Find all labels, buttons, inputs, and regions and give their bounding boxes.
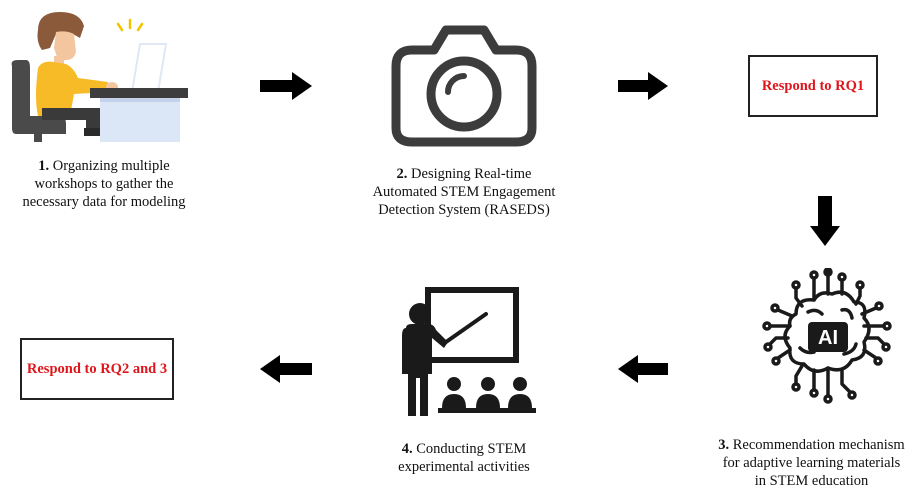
step-3-line-2: for adaptive learning materials <box>722 455 901 471</box>
person-at-laptop-icon <box>8 8 188 143</box>
step-2-line-1: Designing Real-time <box>411 166 532 182</box>
step-1-caption: 1. Organizing multiple workshops to gath… <box>4 157 204 211</box>
step-4-line-1: Conducting STEM <box>416 441 527 457</box>
respond-rq2-rq3-box: Respond to RQ2 and 3 <box>20 338 174 400</box>
arrow-right-icon <box>260 72 312 100</box>
step-3-caption: 3. Recommendation mechanism for adaptive… <box>704 436 919 490</box>
step-2-line-2: Automated STEM Engagement <box>372 184 556 200</box>
step-2-number: 2. <box>396 166 408 182</box>
step-4-line-2: experimental activities <box>398 459 530 475</box>
teacher-presentation-icon <box>392 284 540 420</box>
step-2-caption: 2. Designing Real-time Automated STEM En… <box>354 165 574 219</box>
camera-icon <box>390 24 538 148</box>
arrow-left-icon <box>260 355 312 383</box>
step-1-line-2: workshops to gather the <box>34 176 174 192</box>
step-4-number: 4. <box>401 441 413 457</box>
svg-text:AI: AI <box>818 327 838 349</box>
step-2-line-3: Detection System (RASEDS) <box>378 202 550 218</box>
ai-chip-icon: AI <box>756 268 898 412</box>
step-3-line-3: in STEM education <box>754 473 869 489</box>
arrow-right-icon <box>618 72 668 100</box>
step-1-number: 1. <box>38 158 50 174</box>
step-1-line-1: Organizing multiple <box>52 158 170 174</box>
arrow-down-icon <box>810 196 840 246</box>
respond-rq1-box: Respond to RQ1 <box>748 55 878 117</box>
respond-rq2-rq3-label: Respond to RQ2 and 3 <box>26 360 168 377</box>
step-3-line-1: Recommendation mechanism <box>732 437 905 453</box>
respond-rq1-label: Respond to RQ1 <box>761 77 865 94</box>
step-4-caption: 4. Conducting STEM experimental activiti… <box>366 440 562 476</box>
step-3-number: 3. <box>718 437 730 453</box>
arrow-left-icon <box>618 355 668 383</box>
step-1-line-3: necessary data for modeling <box>22 194 186 210</box>
